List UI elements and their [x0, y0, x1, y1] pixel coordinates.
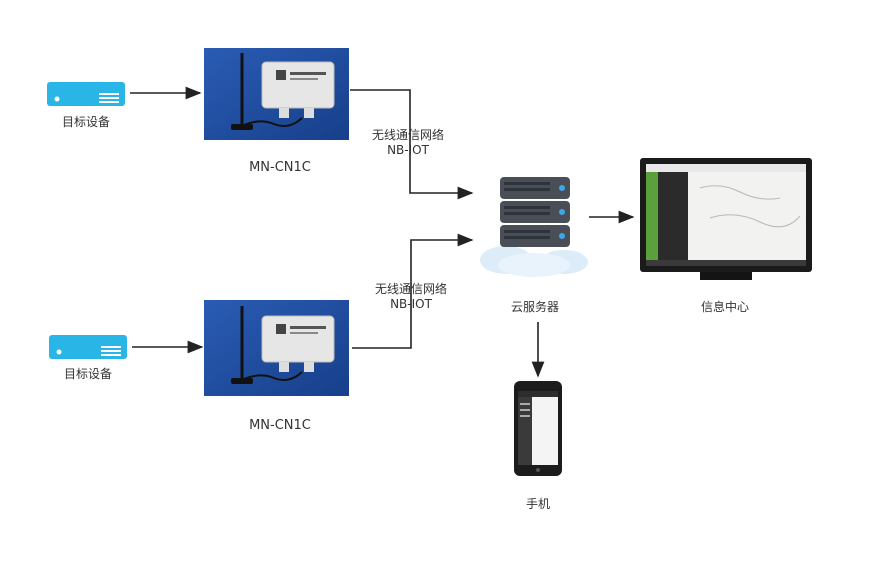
link-2-network-text: 无线通信网络	[374, 282, 447, 296]
link-2-protocol-text: NB-IOT	[390, 297, 432, 311]
nbiot-module-image	[204, 300, 349, 396]
target-device-1-label: 目标设备	[61, 115, 110, 129]
target-device-2	[49, 335, 127, 359]
module-2-label: MN-CN1C	[249, 418, 311, 433]
module-1-label: MN-CN1C	[249, 160, 311, 175]
link-module1-to-server	[350, 89, 474, 200]
link-1-network-text: 无线通信网络	[371, 128, 444, 142]
target-device-1	[47, 82, 125, 106]
nbiot-module-image	[204, 48, 349, 140]
info-center-label: 信息中心	[700, 300, 749, 314]
phone-label: 手机	[525, 497, 550, 511]
device-icon	[49, 335, 127, 359]
info-center-monitor	[640, 158, 812, 280]
cloud-server	[478, 165, 590, 280]
module-photo-2	[204, 300, 349, 396]
link-module2-to-server	[352, 233, 474, 349]
link-1-protocol-text: NB-IOT	[387, 143, 429, 157]
cloud-server-icon	[480, 177, 588, 277]
server-label: 云服务器	[510, 300, 559, 314]
link-2-label: 无线通信网络 NB-IOT	[361, 282, 461, 312]
target-device-2-label: 目标设备	[63, 367, 112, 381]
module-photo-1	[204, 48, 349, 140]
device-icon	[47, 82, 125, 106]
link-1-label: 无线通信网络 NB-IOT	[358, 128, 458, 158]
phone-icon	[514, 381, 562, 476]
monitor-icon	[640, 158, 812, 280]
phone	[514, 381, 562, 476]
